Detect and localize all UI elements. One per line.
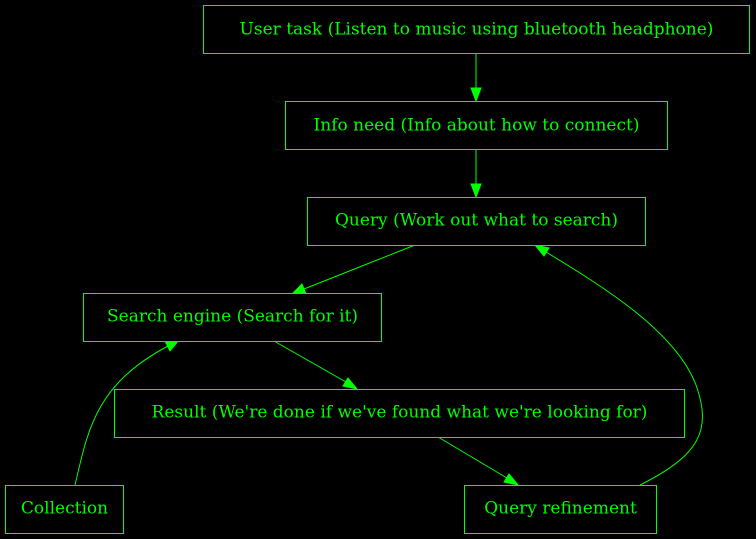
edge-info-need-to-query-arrowhead bbox=[470, 183, 482, 199]
edge-query-to-search-engine-arrowhead bbox=[290, 283, 307, 295]
edge-search-engine-to-result-arrowhead bbox=[342, 377, 359, 390]
edges bbox=[74, 54, 703, 486]
node-result-label: Result (We're done if we've found what w… bbox=[152, 403, 648, 423]
node-info-need-label: Info need (Info about how to connect) bbox=[314, 116, 640, 136]
edge-result-to-query-refinement-arrowhead bbox=[503, 473, 520, 486]
node-user-task: User task (Listen to music using bluetoo… bbox=[203, 5, 750, 54]
node-query-refinement-box bbox=[464, 485, 657, 534]
node-collection: Collection bbox=[5, 485, 124, 534]
edge-result-to-query-refinement bbox=[437, 436, 508, 479]
node-search-engine: Search engine (Search for it) bbox=[83, 293, 382, 342]
edge-query-refinement-to-query bbox=[545, 251, 703, 486]
node-search-engine-label: Search engine (Search for it) bbox=[107, 307, 358, 327]
edge-user-task-to-info-need-arrowhead bbox=[470, 87, 482, 103]
node-query-box bbox=[307, 197, 646, 246]
edge-query-to-search-engine bbox=[303, 244, 416, 290]
node-query-refinement-label: Query refinement bbox=[484, 499, 637, 519]
node-info-need: Info need (Info about how to connect) bbox=[285, 101, 668, 150]
edge-query-refinement-to-query-arrowhead bbox=[533, 244, 550, 257]
node-search-engine-box bbox=[83, 293, 382, 342]
node-query-refinement: Query refinement bbox=[464, 485, 657, 534]
node-info-need-box bbox=[285, 101, 668, 150]
edge-collection-to-search-engine bbox=[74, 345, 169, 486]
node-user-task-label: User task (Listen to music using bluetoo… bbox=[240, 20, 714, 40]
node-collection-label: Collection bbox=[21, 499, 108, 519]
edge-search-engine-to-result bbox=[273, 340, 347, 383]
node-result-box bbox=[114, 389, 685, 438]
node-collection-box bbox=[5, 485, 124, 534]
node-user-task-box bbox=[203, 5, 750, 54]
node-result: Result (We're done if we've found what w… bbox=[114, 389, 685, 438]
node-query-label: Query (Work out what to search) bbox=[335, 211, 618, 231]
node-query: Query (Work out what to search) bbox=[307, 197, 646, 246]
